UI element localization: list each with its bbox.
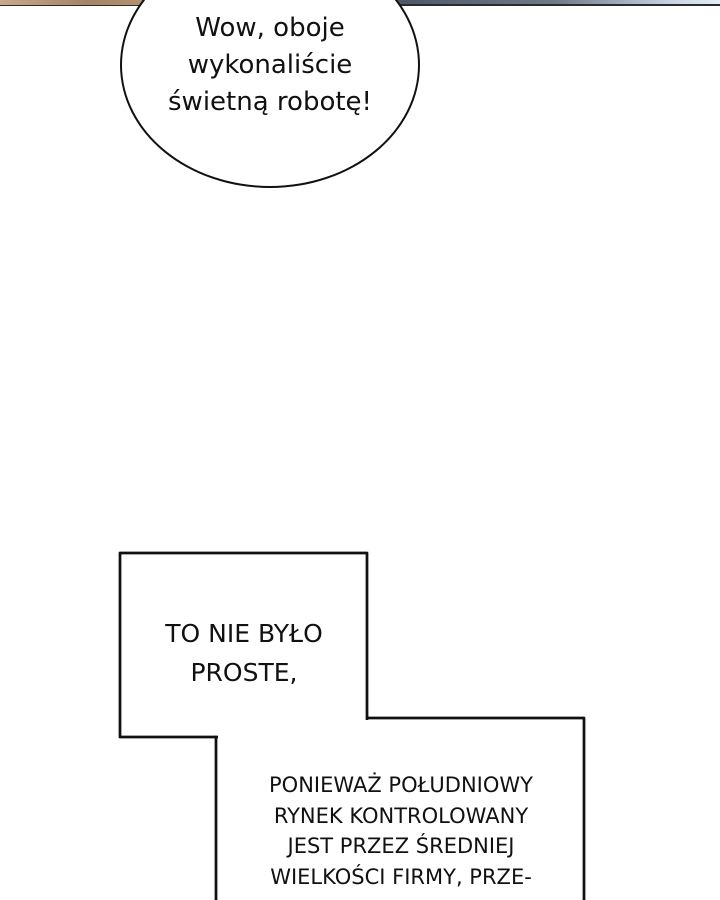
- narration-bottom-line-4: WIELKOŚCI FIRMY, PRZE-: [270, 864, 532, 889]
- narration-top-line-2: PROSTE,: [190, 658, 298, 687]
- previous-panel-edge: [0, 0, 720, 6]
- narration-text-bottom: PONIEWAŻ POŁUDNIOWY RYNEK KONTROLOWANY J…: [220, 770, 582, 892]
- narration-bottom-line-1: PONIEWAŻ POŁUDNIOWY: [269, 773, 533, 797]
- speech-bubble-text: Wow, oboje wykonaliście świetną robotę!: [130, 10, 410, 121]
- narration-text-top: TO NIE BYŁO PROSTE,: [122, 614, 366, 692]
- speech-line-3: świetną robotę!: [168, 87, 372, 117]
- narration-top-line-1: TO NIE BYŁO: [165, 619, 323, 648]
- speech-line-1: Wow, oboje: [195, 13, 345, 43]
- previous-panel-artwork-left: [0, 0, 150, 6]
- narration-bottom-line-2: RYNEK KONTROLOWANY: [273, 803, 529, 828]
- narration-bottom-line-3: JEST PRZEZ ŚREDNIEJ: [287, 834, 515, 858]
- speech-line-2: wykonaliście: [187, 50, 353, 80]
- previous-panel-artwork-right: [395, 0, 720, 6]
